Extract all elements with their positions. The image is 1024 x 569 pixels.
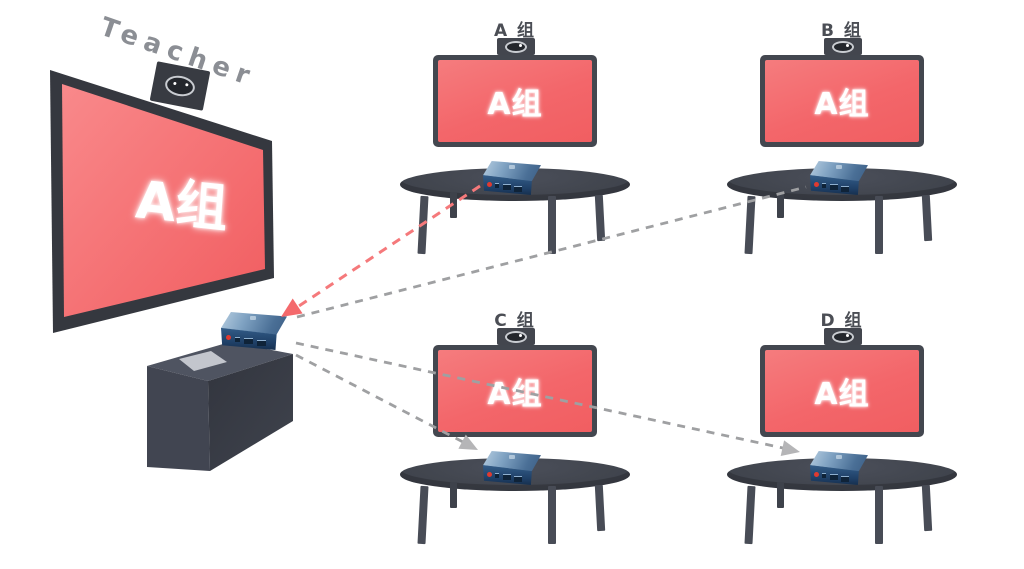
hdmi-port (829, 184, 838, 191)
table-leg (450, 482, 457, 508)
group-a-wireless-box-device (483, 161, 541, 195)
table-leg (417, 485, 429, 545)
power-led (226, 335, 232, 341)
group-a-screen-text: A组 (487, 87, 543, 122)
table-leg (744, 195, 756, 255)
hdmi-port (841, 475, 850, 482)
usb-port (821, 183, 827, 189)
table-leg (450, 192, 457, 218)
group-b-screen-text: A组 (814, 87, 870, 122)
group-c-camera-icon (497, 328, 535, 345)
group-b-display: A组 (760, 55, 924, 147)
hdmi-port (256, 339, 266, 346)
device-front-face (483, 465, 532, 485)
device-front-face (221, 327, 277, 350)
device-top-face (483, 161, 541, 182)
group-c-screen: A组 (438, 350, 592, 432)
group-b-camera-icon (824, 38, 862, 55)
power-led (814, 181, 820, 187)
teacher-wireless-box-device (221, 312, 287, 350)
group-c-wireless-box-device (483, 451, 541, 485)
table-leg (921, 194, 933, 242)
group-a-camera-icon (497, 38, 535, 55)
group-a-screen: A组 (438, 60, 592, 142)
group-d-screen: A组 (765, 350, 919, 432)
usb-port (494, 473, 500, 479)
teacher-screen-text: A组 (133, 170, 230, 240)
power-led (487, 471, 493, 477)
table-leg (744, 485, 756, 545)
hdmi-port (502, 184, 511, 191)
device-front-face (810, 175, 859, 195)
group-b-title: B 组 (821, 21, 863, 41)
hdmi-port (841, 185, 850, 192)
usb-port (821, 473, 827, 479)
camera-lens-icon (832, 330, 854, 343)
group-d-wireless-box-device (810, 451, 868, 485)
table-leg (777, 482, 784, 508)
camera-lens-icon (505, 40, 527, 53)
group-b-wireless-box-device (810, 161, 868, 195)
podium-front (147, 366, 210, 471)
camera-lens-icon (163, 73, 197, 99)
device-top-face (810, 451, 868, 472)
group-d-screen-text: A组 (814, 377, 870, 412)
table-leg (875, 196, 883, 254)
group-b-station: B 组 A组 (727, 16, 957, 266)
camera-lens-icon (832, 40, 854, 53)
group-d-display: A组 (760, 345, 924, 437)
podium-paper (179, 351, 227, 371)
camera-lens-icon (505, 330, 527, 343)
group-c-display: A组 (433, 345, 597, 437)
device-top-face (810, 161, 868, 182)
group-c-station: C 组 A组 (400, 306, 630, 556)
group-a-title: A 组 (493, 21, 537, 41)
power-led (487, 181, 493, 187)
table-leg (921, 484, 933, 532)
table-leg (594, 194, 606, 242)
group-d-title: D 组 (820, 311, 864, 331)
table-leg (417, 195, 429, 255)
power-led (814, 471, 820, 477)
table-leg (594, 484, 606, 532)
hdmi-port (243, 338, 253, 345)
device-top-face (483, 451, 541, 472)
table-leg (875, 486, 883, 544)
hdmi-port (502, 474, 511, 481)
group-d-station: D 组 A组 (727, 306, 957, 556)
group-b-screen: A组 (765, 60, 919, 142)
hdmi-port (514, 475, 523, 482)
usb-port (234, 336, 240, 342)
device-front-face (810, 465, 859, 485)
device-top-face (221, 312, 287, 335)
teacher-display-screen (62, 84, 265, 317)
table-leg (548, 196, 556, 254)
usb-port (494, 183, 500, 189)
table-leg (548, 486, 556, 544)
hdmi-port (829, 474, 838, 481)
table-leg (777, 192, 784, 218)
group-d-camera-icon (824, 328, 862, 345)
podium-side (208, 354, 293, 471)
group-a-display: A组 (433, 55, 597, 147)
hdmi-port (514, 185, 523, 192)
group-a-station: A 组 A组 (400, 16, 630, 266)
group-c-screen-text: A组 (487, 377, 543, 412)
